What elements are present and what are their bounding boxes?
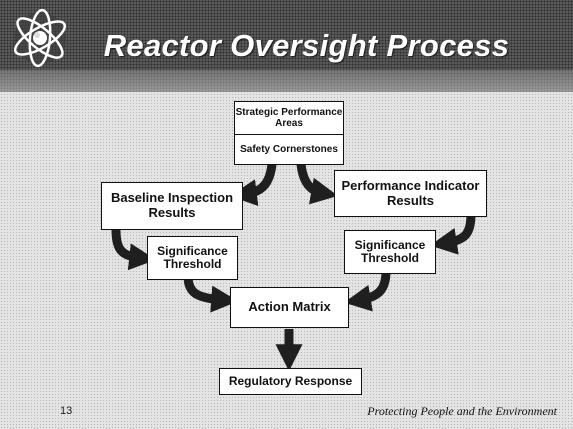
right-threshold-label: Significance Threshold	[354, 237, 426, 265]
action-matrix-box: Action Matrix	[230, 287, 349, 328]
baseline-inspection-box: Baseline Inspection Results	[101, 182, 243, 230]
arrow-to-left-threshold	[111, 229, 157, 271]
safety-cornerstones-label: Safety Cornerstones	[240, 143, 338, 155]
strategic-areas-box: Strategic Performance Areas	[234, 101, 344, 135]
regulatory-response-box: Regulatory Response	[219, 368, 362, 395]
page-number: 13	[60, 405, 73, 417]
arrow-to-baseline	[229, 163, 277, 207]
left-threshold-label: Significance Threshold	[157, 243, 228, 271]
slide-title: Reactor Oversight Process	[103, 28, 510, 63]
safety-cornerstones-box: Safety Cornerstones	[234, 134, 344, 165]
atom-logo-icon	[13, 8, 67, 68]
strategic-areas-label: Strategic Performance Areas	[235, 106, 343, 129]
arrow-to-indicator	[296, 163, 338, 205]
footer-tagline: Protecting People and the Environment	[367, 404, 557, 418]
action-matrix-label: Action Matrix	[248, 299, 331, 315]
baseline-inspection-label: Baseline Inspection Results	[110, 190, 234, 220]
regulatory-response-label: Regulatory Response	[228, 373, 353, 388]
arrow-right-to-matrix	[344, 270, 391, 312]
header-band	[0, 70, 573, 92]
performance-indicator-box: Performance Indicator Results	[334, 170, 487, 217]
right-threshold-box: Significance Threshold	[344, 230, 436, 274]
arrow-to-right-threshold	[429, 213, 476, 255]
left-threshold-box: Significance Threshold	[147, 236, 238, 280]
performance-indicator-label: Performance Indicator Results	[341, 177, 480, 208]
header-bar: Reactor Oversight Process	[0, 0, 573, 92]
